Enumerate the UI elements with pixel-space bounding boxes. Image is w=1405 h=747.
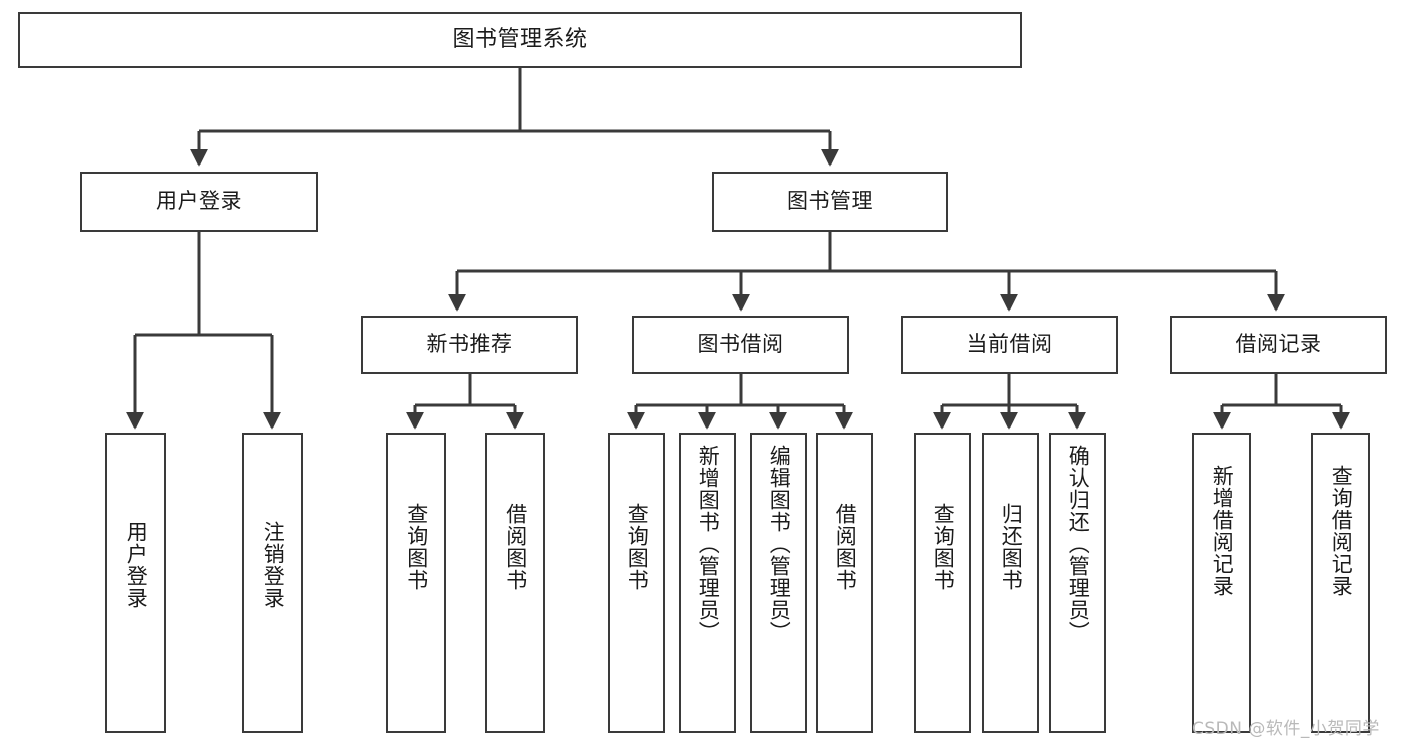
node-leaf-add-book[interactable]: 新增图书（管理员）: [679, 433, 736, 733]
node-label: 新增借阅记录: [1210, 465, 1235, 597]
node-book-borrow[interactable]: 图书借阅: [632, 316, 849, 374]
node-label: 注销登录: [261, 521, 286, 609]
node-label: 图书管理: [787, 189, 873, 214]
node-leaf-logout-login[interactable]: 注销登录: [242, 433, 303, 733]
node-book-management-system[interactable]: 图书管理系统: [18, 12, 1022, 68]
node-label: 查询借阅记录: [1329, 465, 1354, 597]
node-label: 借阅记录: [1235, 332, 1322, 357]
node-leaf-confirm-return[interactable]: 确认归还（管理员）: [1049, 433, 1106, 733]
node-label: 用户登录: [124, 521, 149, 609]
node-borrow-record[interactable]: 借阅记录: [1170, 316, 1387, 374]
node-label: 借阅图书: [503, 503, 528, 591]
node-label: 确认归还（管理员）: [1066, 445, 1091, 643]
node-leaf-return-book[interactable]: 归还图书: [982, 433, 1039, 733]
node-user-login[interactable]: 用户登录: [80, 172, 318, 232]
node-label: 查询图书: [625, 503, 650, 591]
node-label: 当前借阅: [966, 332, 1053, 357]
node-label: 新书推荐: [426, 332, 513, 357]
node-book-management[interactable]: 图书管理: [712, 172, 948, 232]
node-leaf-borrow-book-recommend[interactable]: 借阅图书: [485, 433, 545, 733]
node-label: 归还图书: [999, 503, 1024, 591]
node-leaf-query-borrow-record[interactable]: 查询借阅记录: [1311, 433, 1370, 733]
node-current-borrow[interactable]: 当前借阅: [901, 316, 1118, 374]
node-label: 用户登录: [156, 189, 242, 214]
node-label: 图书借阅: [697, 332, 784, 357]
node-leaf-borrow-book[interactable]: 借阅图书: [816, 433, 873, 733]
node-label: 查询图书: [404, 503, 429, 591]
node-label: 编辑图书（管理员）: [767, 445, 792, 643]
node-label: 查询图书: [931, 503, 956, 591]
node-leaf-query-book-recommend[interactable]: 查询图书: [386, 433, 446, 733]
node-leaf-user-login[interactable]: 用户登录: [105, 433, 166, 733]
node-label: 图书管理系统: [452, 26, 588, 52]
node-leaf-query-book-borrow[interactable]: 查询图书: [608, 433, 665, 733]
node-label: 新增图书（管理员）: [696, 445, 721, 643]
node-leaf-query-book-current[interactable]: 查询图书: [914, 433, 971, 733]
watermark: CSDN @软件_小贺同学: [1192, 719, 1380, 739]
node-new-book-recommend[interactable]: 新书推荐: [361, 316, 578, 374]
node-leaf-add-borrow-record[interactable]: 新增借阅记录: [1192, 433, 1251, 733]
node-label: 借阅图书: [833, 503, 858, 591]
node-leaf-edit-book[interactable]: 编辑图书（管理员）: [750, 433, 807, 733]
